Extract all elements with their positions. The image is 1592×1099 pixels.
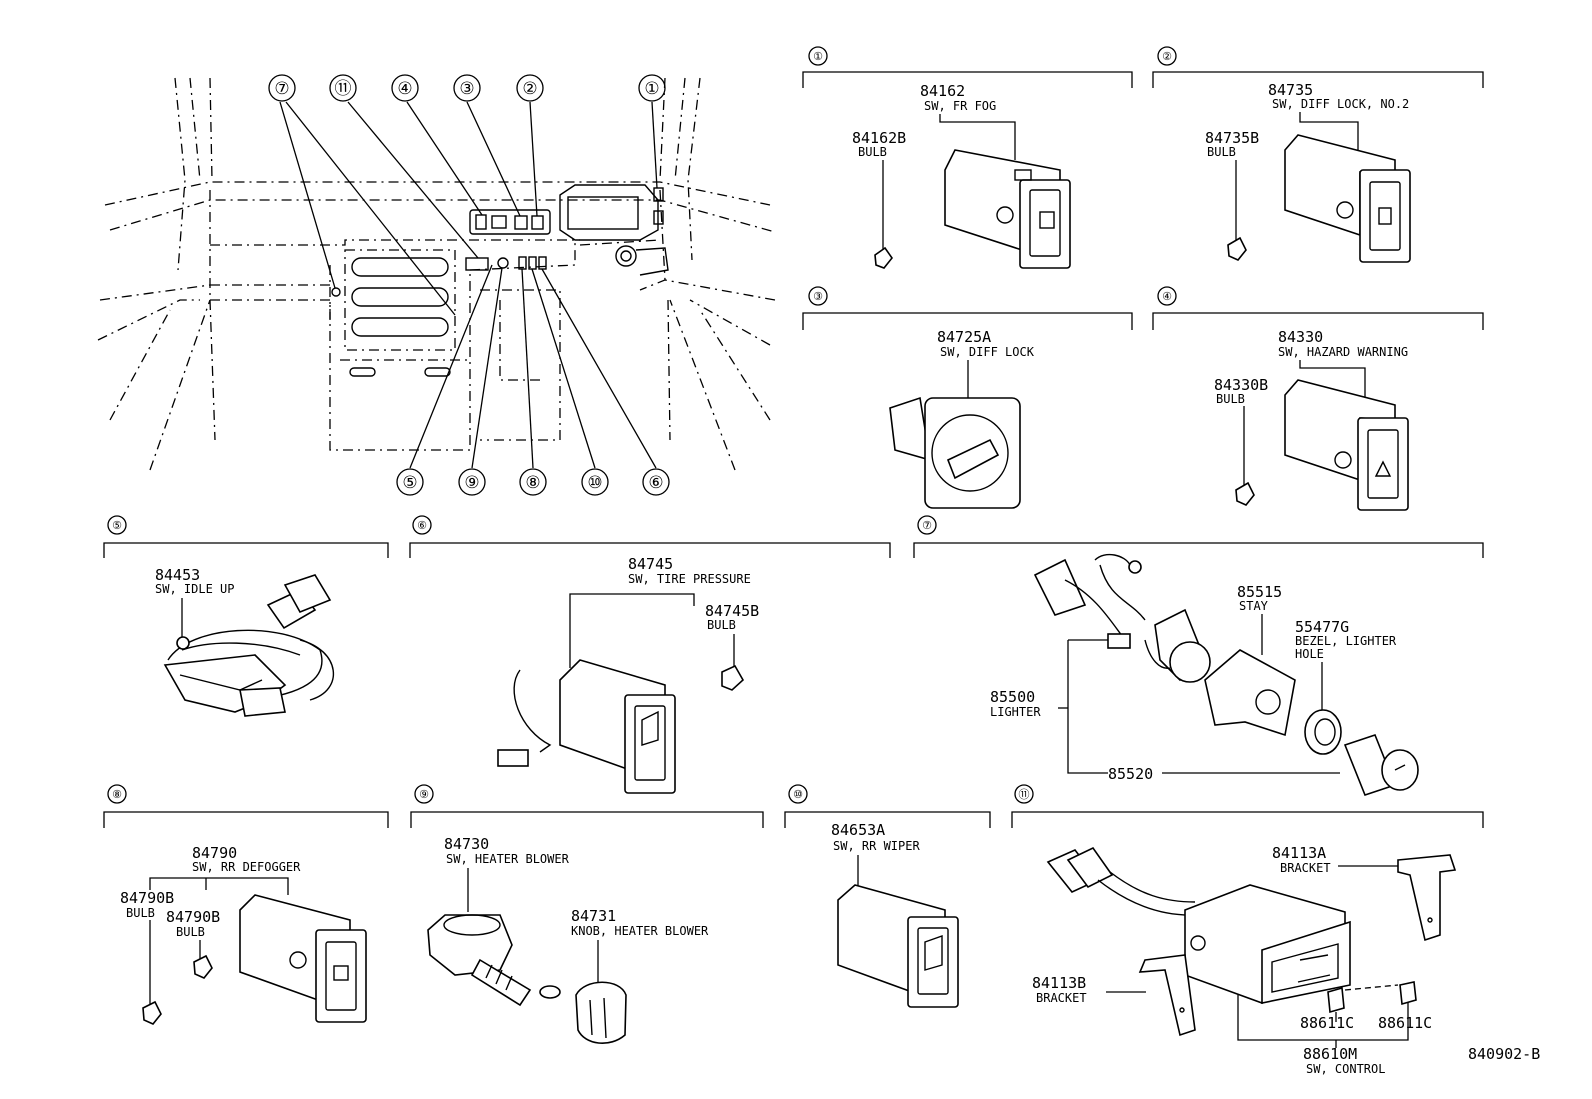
part-number: 84730 [444,835,489,853]
part-number: 88611C [1378,1014,1432,1032]
part-name: SW, DIFF LOCK [940,345,1035,359]
section-5: ⑤ 84453 SW, IDLE UP [103,515,389,717]
section-index: ② [1162,50,1172,63]
part-number: 84162B [852,129,906,147]
section-8: ⑧ 84790 SW, RR DEFOGGER 84790B BULB 8479… [103,784,389,1025]
part-name: STAY [1239,599,1269,613]
part-number: 84653A [831,821,885,839]
part-name: BULB [1216,392,1245,406]
part-number: 84735 [1268,81,1313,99]
section-index: ① [813,50,823,63]
part-name: BULB [126,906,155,920]
part-name: SW, RR WIPER [833,839,920,853]
callout-8: ⑧ [525,473,540,493]
section-index: ⑩ [793,788,803,801]
callout-11: ⑪ [335,79,352,99]
part-number: 55477G [1295,618,1349,636]
part-name: SW, HEATER BLOWER [446,852,570,866]
part-number: 84745 [628,555,673,573]
dashboard-overview: ⑦ ⑪ ④ ③ ② ① ⑤ ⑨ ⑧ ⑩ [97,74,776,496]
section-index: ⑧ [112,788,122,801]
callout-9: ⑨ [464,473,479,493]
section-4: ④ 84330 SW, HAZARD WARNING 84330B BULB [1152,286,1484,511]
part-name: BEZEL, LIGHTER [1295,634,1397,648]
part-number: 84453 [155,566,200,584]
part-number: 85520 [1108,765,1153,783]
callout-10: ⑩ [587,473,602,493]
part-number: 88611C [1300,1014,1354,1032]
part-number: 84790B [166,908,220,926]
part-number: 85500 [990,688,1035,706]
section-1: ① 84162 SW, FR FOG 84162B BULB [802,46,1133,269]
part-name: BULB [1207,145,1236,159]
part-number: 84745B [705,602,759,620]
callout-7: ⑦ [274,79,289,99]
part-name: SW, CONTROL [1306,1062,1385,1076]
part-name: SW, DIFF LOCK, NO.2 [1272,97,1409,111]
part-number: 84790 [192,844,237,862]
part-number: 88610M [1303,1045,1357,1063]
callout-1: ① [644,79,659,99]
callout-4: ④ [397,79,412,99]
part-name: BULB [707,618,736,632]
part-name: SW, IDLE UP [155,582,234,596]
part-number: 84790B [120,889,174,907]
section-index: ⑪ [1019,788,1030,801]
section-7: ⑦ 85515 STAY 55477G BEZEL, LIGHTER HOLE … [913,515,1484,796]
section-index: ④ [1162,290,1172,303]
part-name: LIGHTER [990,705,1041,719]
overview-callouts-bottom: ⑤ ⑨ ⑧ ⑩ ⑥ [396,468,670,496]
section-index: ⑨ [419,788,429,801]
section-3: ③ 84725A SW, DIFF LOCK [802,286,1133,509]
part-number: 84113B [1032,974,1086,992]
part-name: BULB [176,925,205,939]
part-name: KNOB, HEATER BLOWER [571,924,709,938]
section-11: ⑪ 84113A BRACKET 84113B BRACKET 88611C 8… [1011,784,1484,1076]
part-number: 84330B [1214,376,1268,394]
part-name: SW, RR DEFOGGER [192,860,301,874]
section-index: ⑤ [112,519,122,532]
section-index: ⑦ [922,519,932,532]
part-number: 85515 [1237,583,1282,601]
section-9: ⑨ 84730 SW, HEATER BLOWER 84731 KNOB, HE… [410,784,764,1044]
part-name: BRACKET [1036,991,1087,1005]
part-name: BRACKET [1280,861,1331,875]
part-name-cont: HOLE [1295,647,1324,661]
part-number: 84731 [571,907,616,925]
section-index: ③ [813,290,823,303]
diagram-code: 840902-B [1468,1045,1540,1063]
callout-5: ⑤ [402,473,417,493]
part-name: BULB [858,145,887,159]
callout-6: ⑥ [648,473,663,493]
overview-callouts-top: ⑦ ⑪ ④ ③ ② ① [268,74,666,102]
section-index: ⑥ [417,519,427,532]
section-10: ⑩ 84653A SW, RR WIPER [784,784,991,1008]
callout-3: ③ [459,79,474,99]
section-6: ⑥ 84745 SW, TIRE PRESSURE 84745B BULB [409,515,891,794]
part-name: SW, HAZARD WARNING [1278,345,1408,359]
part-number: 84725A [937,328,991,346]
section-2: ② 84735 SW, DIFF LOCK, NO.2 84735B BULB [1152,46,1484,263]
part-name: SW, TIRE PRESSURE [628,572,751,586]
part-number: 84113A [1272,844,1326,862]
part-name: SW, FR FOG [924,99,996,113]
part-number: 84330 [1278,328,1323,346]
part-number: 84162 [920,82,965,100]
part-number: 84735B [1205,129,1259,147]
callout-2: ② [522,79,537,99]
